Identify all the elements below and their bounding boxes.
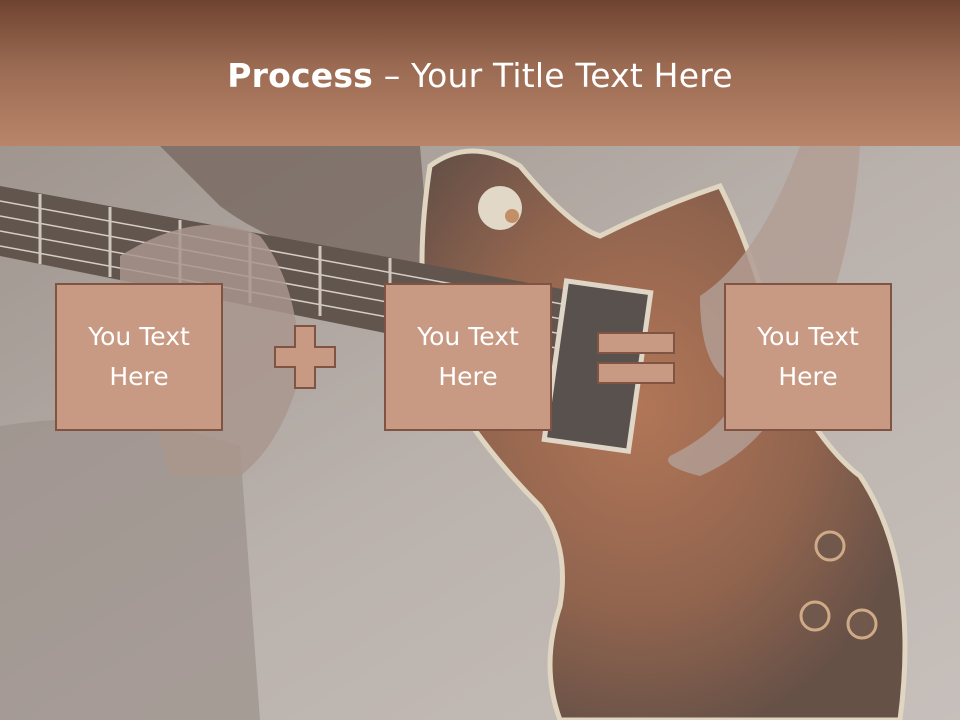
photo-overlay <box>0 146 960 720</box>
process-box-1-label: You Text Here <box>88 322 190 391</box>
plus-icon <box>274 325 336 389</box>
title-rest: – Your Title Text Here <box>373 56 733 95</box>
title-banner: Process – Your Title Text Here <box>0 0 960 146</box>
title-bold: Process <box>227 56 374 95</box>
process-box-2-label: You Text Here <box>417 322 519 391</box>
process-box-2[interactable]: You Text Here <box>384 283 552 431</box>
process-box-3-label: You Text Here <box>757 322 859 391</box>
process-box-3[interactable]: You Text Here <box>724 283 892 431</box>
equals-icon <box>597 332 675 384</box>
process-box-1[interactable]: You Text Here <box>55 283 223 431</box>
slide-title: Process – Your Title Text Here <box>0 56 960 96</box>
